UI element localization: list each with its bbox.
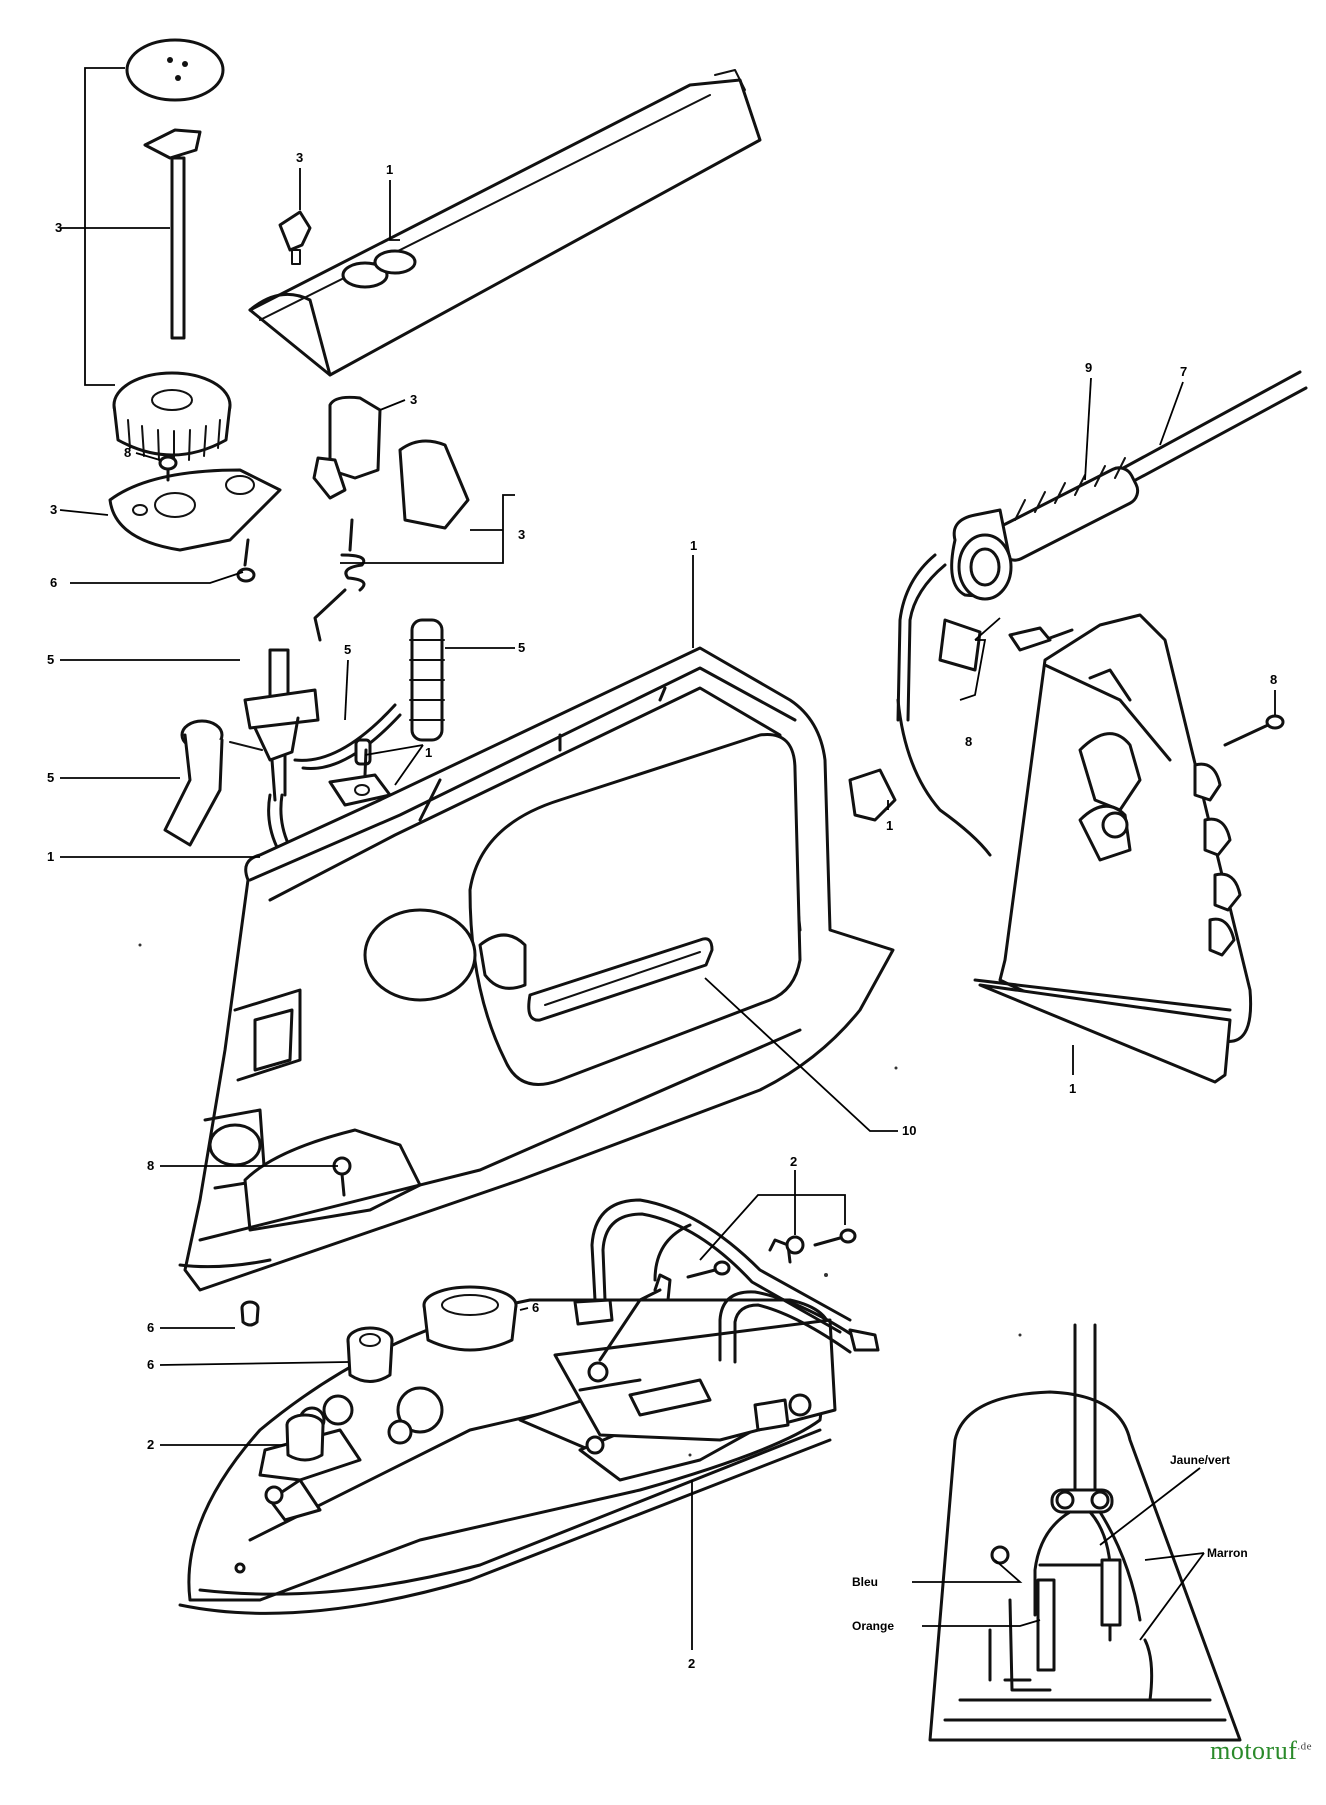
callout-1-housing: 1 bbox=[690, 538, 697, 553]
handle-cover bbox=[248, 69, 762, 377]
leader-lines bbox=[59, 67, 1276, 1650]
rear-cover bbox=[973, 613, 1253, 1084]
callout-6-screw: 6 bbox=[50, 575, 57, 590]
screw-right bbox=[1223, 714, 1285, 747]
wire-label-orange: Orange bbox=[852, 1619, 894, 1633]
callout-2-spacer: 2 bbox=[147, 1437, 154, 1452]
callout-5-valve-left: 5 bbox=[47, 652, 54, 667]
steam-knob-small bbox=[278, 210, 312, 265]
callout-9-strain-relief: 9 bbox=[1085, 360, 1092, 375]
callout-3-small-knob: 3 bbox=[296, 150, 303, 165]
callout-6-small-seal: 6 bbox=[147, 1320, 154, 1335]
callout-5-nozzle: 5 bbox=[47, 770, 54, 785]
callout-8-rear-screw: 8 bbox=[1270, 672, 1277, 687]
callout-1-handle: 1 bbox=[386, 162, 393, 177]
callout-2-screws: 2 bbox=[790, 1154, 797, 1169]
callout-8-heel-screw: 8 bbox=[147, 1158, 154, 1173]
wiring-detail-inset bbox=[928, 1323, 1242, 1742]
power-cord-assembly bbox=[848, 370, 1308, 857]
callout-8-cord-screw: 8 bbox=[965, 734, 972, 749]
callout-3-knob: 3 bbox=[55, 220, 62, 235]
callout-1-wire: 1 bbox=[47, 849, 54, 864]
callout-numbers: 3 1 3 8 3 6 3 3 9 7 5 5 1 5 5 1 1 8 8 1 … bbox=[47, 150, 1277, 1671]
screws-left bbox=[158, 455, 368, 777]
callout-3-spring: 3 bbox=[518, 527, 525, 542]
seal-rings bbox=[240, 1285, 518, 1462]
callout-7-cord: 7 bbox=[1180, 364, 1187, 379]
callout-8-top-left: 8 bbox=[124, 445, 131, 460]
callout-6-large-seal: 6 bbox=[532, 1300, 539, 1315]
spray-buttons bbox=[312, 395, 470, 642]
callout-1-clip: 1 bbox=[425, 745, 432, 760]
callout-2-soleplate: 2 bbox=[688, 1656, 695, 1671]
callout-1-rear-cover: 1 bbox=[1069, 1081, 1076, 1096]
temperature-knob-assembly bbox=[112, 38, 232, 463]
callout-5-valve-tube: 5 bbox=[344, 642, 351, 657]
heating-element-wires bbox=[573, 1198, 880, 1432]
pump-valve-assembly bbox=[163, 618, 445, 847]
wire-label-bleu: Bleu bbox=[852, 1575, 878, 1589]
thermostat-bracket-plate bbox=[108, 468, 282, 552]
watermark-logo: motoruf.de bbox=[1210, 1736, 1312, 1766]
watermark-tld: .de bbox=[1297, 1740, 1312, 1753]
callout-1-connector: 1 bbox=[886, 818, 893, 833]
wire-label-marron: Marron bbox=[1207, 1546, 1248, 1560]
callout-3-button: 3 bbox=[410, 392, 417, 407]
wire-label-jaune-vert: Jaune/vert bbox=[1170, 1453, 1230, 1467]
callout-6-medium-seal: 6 bbox=[147, 1357, 154, 1372]
callout-5-pump: 5 bbox=[518, 640, 525, 655]
watermark-text: motoruf bbox=[1210, 1736, 1298, 1765]
soleplate-screws bbox=[686, 1228, 857, 1279]
wire-labels: Jaune/vert Marron Bleu Orange bbox=[852, 1453, 1248, 1633]
callout-3-bracket: 3 bbox=[50, 502, 57, 517]
iron-housing bbox=[178, 646, 895, 1292]
callout-10-window: 10 bbox=[902, 1123, 916, 1138]
soleplate-assembly bbox=[178, 1223, 837, 1615]
